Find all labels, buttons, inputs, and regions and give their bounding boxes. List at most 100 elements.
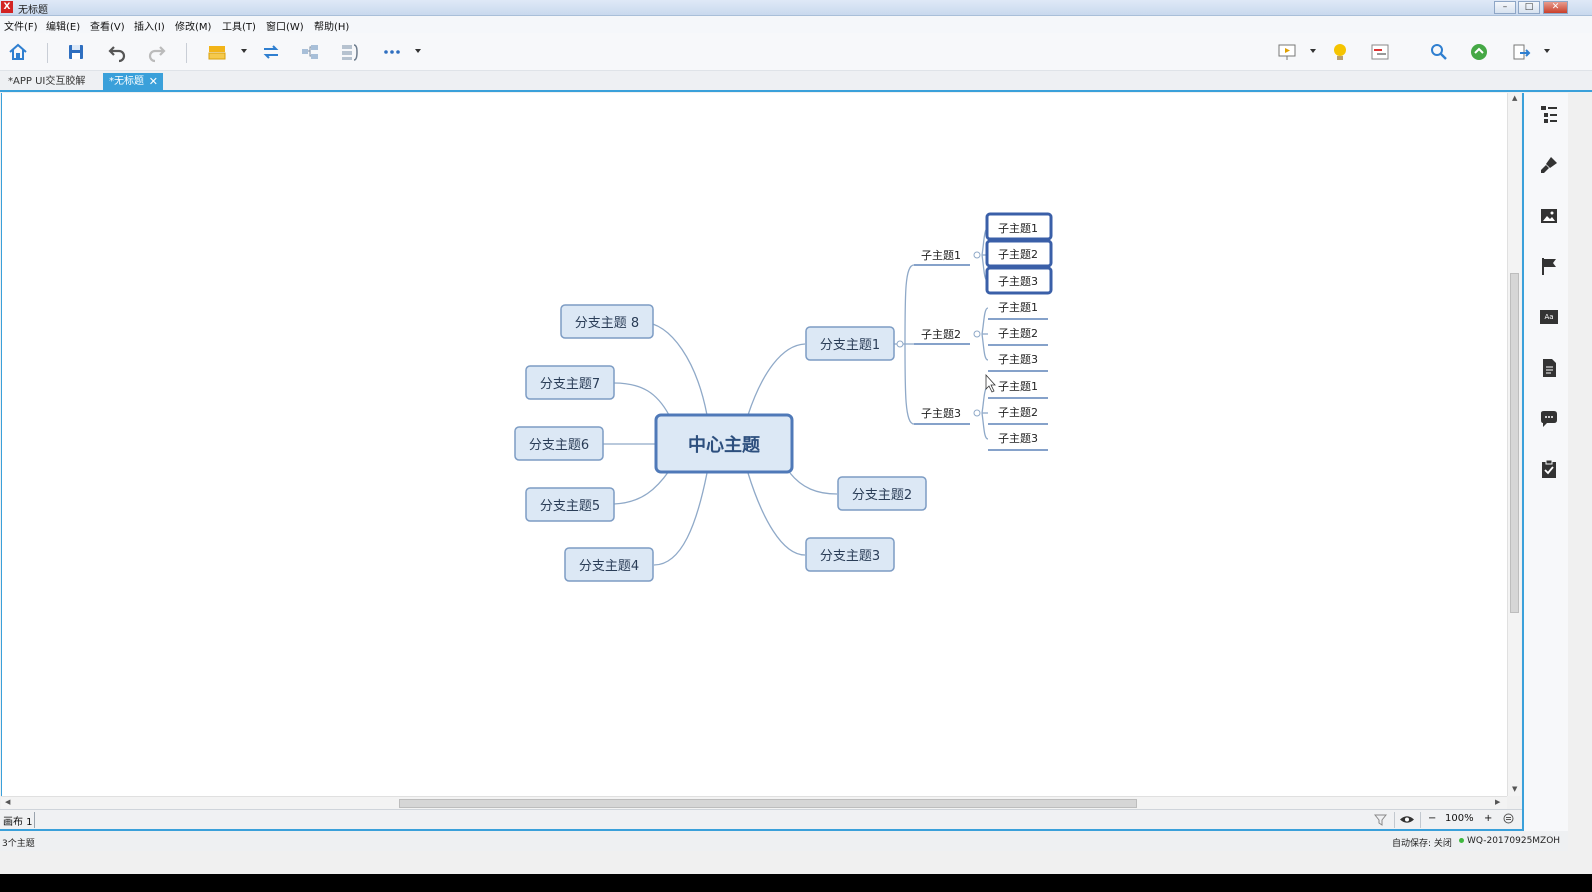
eye-icon[interactable] [1399, 813, 1415, 829]
app-window: X 无标题 – □ ✕ 文件(F) 编辑(E) 查看(V) 插入(I) 修改(M… [0, 0, 1592, 874]
branch-topic-4-label: 分支主题4 [579, 559, 639, 574]
collapse-toggle-icon[interactable] [973, 251, 981, 259]
subtopic-2[interactable]: 子主题2 [921, 328, 961, 341]
selection-frame[interactable] [985, 212, 1053, 241]
selection-frame[interactable] [985, 266, 1053, 295]
menu-tools[interactable]: 工具(T) [222, 22, 256, 33]
branch-topic-5[interactable]: 分支主题5 [525, 487, 615, 522]
format-brush-icon[interactable] [1538, 154, 1560, 176]
subtopic-1[interactable]: 子主题1 [921, 249, 961, 262]
search-icon[interactable] [1426, 39, 1452, 65]
comment-icon[interactable] [1538, 408, 1560, 430]
more-icon[interactable] [379, 39, 405, 65]
branch-topic-1[interactable]: 分支主题1 [805, 326, 895, 361]
menu-modify[interactable]: 修改(M) [175, 22, 212, 33]
zoom-in-button[interactable]: + [1484, 813, 1493, 824]
collapse-toggle-icon[interactable] [973, 330, 981, 338]
branch-topic-2-label: 分支主题2 [852, 488, 912, 503]
menu-window[interactable]: 窗口(W) [266, 22, 304, 33]
structure-icon[interactable] [297, 39, 323, 65]
zoom-separator [1394, 812, 1395, 828]
idea-icon[interactable] [1327, 39, 1353, 65]
selection-frame[interactable] [985, 239, 1053, 268]
topic-icon[interactable] [204, 39, 230, 65]
tab-untitled-label: *无标题 [109, 76, 144, 87]
horizontal-scroll-thumb[interactable] [399, 799, 1137, 808]
scroll-right-icon[interactable]: ▶ [1495, 798, 1501, 806]
central-topic-label: 中心主题 [688, 434, 761, 456]
fit-map-icon[interactable] [1503, 813, 1514, 827]
autosave-status[interactable]: 自动保存: 关闭 [1392, 839, 1452, 849]
redo-icon[interactable] [144, 39, 170, 65]
selected-subtopics [985, 212, 1053, 295]
mouse-cursor-icon [985, 373, 996, 393]
leaf-topic[interactable]: 子主题2 [998, 327, 1038, 340]
vertical-scrollbar[interactable]: ▲ ▼ [1507, 93, 1521, 796]
image-icon[interactable] [1538, 205, 1560, 227]
flag-icon[interactable] [1538, 255, 1560, 277]
menu-file[interactable]: 文件(F) [4, 22, 38, 33]
maximize-button[interactable]: □ [1518, 1, 1540, 14]
zoom-out-button[interactable]: − [1428, 813, 1437, 824]
close-button[interactable]: ✕ [1543, 1, 1568, 14]
branch-topic-6[interactable]: 分支主题6 [514, 426, 604, 461]
task-icon[interactable] [1538, 458, 1560, 480]
scroll-down-icon[interactable]: ▼ [1512, 785, 1518, 793]
leaf-topic[interactable]: 子主题3 [998, 353, 1038, 366]
tab-untitled[interactable]: *无标题 ✕ [103, 73, 163, 91]
menu-view[interactable]: 查看(V) [90, 22, 125, 33]
branch-topic-4[interactable]: 分支主题4 [564, 547, 654, 582]
save-icon[interactable] [63, 39, 89, 65]
leaf-subtopics: 子主题1 子主题2 子主题3 子主题1 子主题2 子主题3 子主题1 子主题2 … [998, 222, 1038, 445]
menu-edit[interactable]: 编辑(E) [46, 22, 81, 33]
export-dropdown-icon[interactable] [1544, 49, 1550, 53]
presentation-dropdown-icon[interactable] [1310, 49, 1316, 53]
sheet-tab[interactable]: 画布 1 [3, 817, 33, 828]
horizontal-scrollbar[interactable]: ◀ ▶ [1, 796, 1507, 809]
home-icon[interactable] [5, 39, 31, 65]
summary-icon[interactable] [337, 39, 363, 65]
more-dropdown-icon[interactable] [415, 49, 421, 53]
branch-connectors [603, 227, 989, 566]
zoom-separator [1420, 812, 1421, 828]
leaf-topic[interactable]: 子主题3 [998, 432, 1038, 445]
leaf-topic[interactable]: 子主题1 [998, 380, 1038, 393]
scroll-left-icon[interactable]: ◀ [5, 798, 11, 806]
relationship-icon[interactable] [258, 39, 284, 65]
leaf-topic[interactable]: 子主题3 [998, 275, 1038, 288]
branch-topic-2[interactable]: 分支主题2 [837, 476, 927, 511]
branch-topic-8[interactable]: 分支主题 8 [560, 304, 654, 339]
leaf-topic[interactable]: 子主题1 [998, 222, 1038, 235]
menu-help[interactable]: 帮助(H) [314, 22, 350, 33]
export-icon[interactable] [1508, 39, 1534, 65]
central-topic[interactable]: 中心主题 [654, 413, 794, 474]
vertical-scroll-thumb[interactable] [1510, 273, 1519, 613]
scroll-up-icon[interactable]: ▲ [1512, 94, 1518, 102]
gantt-icon[interactable] [1367, 39, 1393, 65]
undo-icon[interactable] [104, 39, 130, 65]
branch-topic-7[interactable]: 分支主题7 [525, 365, 615, 400]
collapse-toggle-icon[interactable] [973, 409, 981, 417]
leaf-topic[interactable]: 子主题2 [998, 248, 1038, 261]
side-panel: Aa [1522, 93, 1568, 831]
tab-close-icon[interactable]: ✕ [148, 75, 158, 88]
share-icon[interactable] [1466, 39, 1492, 65]
notes-icon[interactable] [1538, 357, 1560, 379]
text-style-icon[interactable]: Aa [1538, 306, 1560, 328]
outline-icon[interactable] [1538, 103, 1560, 125]
menu-insert[interactable]: 插入(I) [134, 22, 165, 33]
tab-app-ui[interactable]: *APP UI交互胶解 [8, 76, 86, 87]
topic-dropdown-icon[interactable] [241, 49, 247, 53]
sheet-bar: 画布 1 − 100% + [0, 809, 1522, 831]
leaf-topic[interactable]: 子主题2 [998, 406, 1038, 419]
main-toolbar [0, 33, 1592, 71]
presentation-icon[interactable] [1274, 39, 1300, 65]
collapse-toggle-icon[interactable] [896, 340, 904, 348]
collapse-toggles [896, 251, 981, 417]
filter-icon[interactable] [1373, 813, 1388, 829]
leaf-topic[interactable]: 子主题1 [998, 301, 1038, 314]
branch-topic-3[interactable]: 分支主题3 [805, 537, 895, 572]
mindmap-canvas[interactable]: 中心主题 分支主题 8 分支主题7 分支主题6 分支主题5 分支主题4 [1, 93, 1507, 796]
subtopic-3[interactable]: 子主题3 [921, 407, 961, 420]
minimize-button[interactable]: – [1494, 1, 1516, 14]
